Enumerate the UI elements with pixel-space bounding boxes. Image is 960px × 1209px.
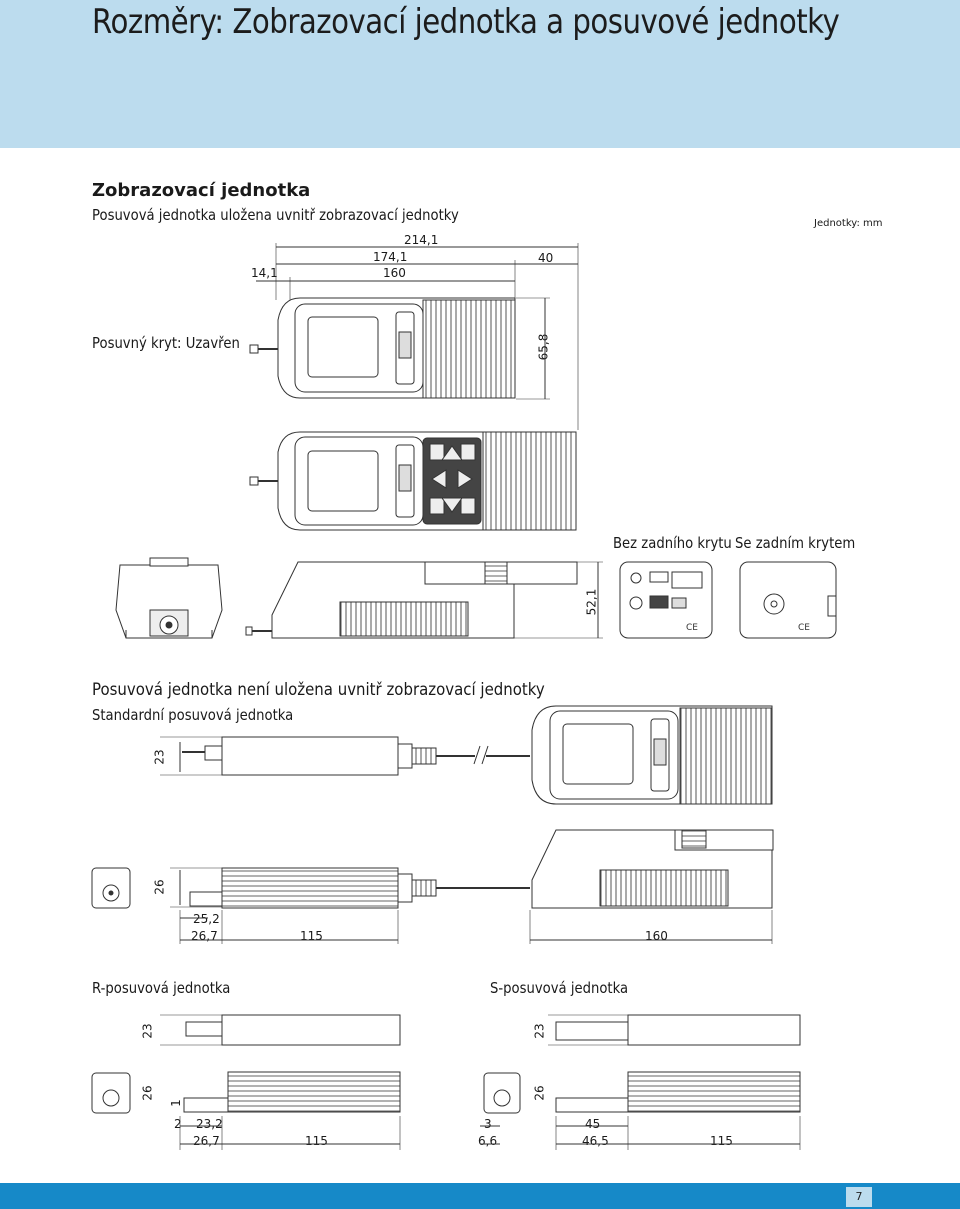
s-dim-45: 45 <box>585 1117 601 1131</box>
svg-text:CE: CE <box>686 623 698 633</box>
page-number: 7 <box>846 1187 872 1207</box>
section-subheading: Posuvová jednotka uložena uvnitř zobrazo… <box>92 206 459 224</box>
dim-25-2: 25,2 <box>193 912 220 926</box>
svg-text:CE: CE <box>798 623 810 633</box>
r-drive-front <box>91 1072 131 1114</box>
slide-cover-label: Posuvný kryt: Uzavřen <box>92 334 240 352</box>
footer-bar <box>0 1183 960 1209</box>
page-title: Rozměry: Zobrazovací jednotka a posuvové… <box>92 2 840 42</box>
rear-no-cover-label: Bez zadního krytu <box>613 534 732 552</box>
dim-160: 160 <box>383 266 406 280</box>
display-unit-top-section2 <box>531 705 773 805</box>
display-unit-side-section2 <box>531 829 774 909</box>
dim-40: 40 <box>538 251 554 265</box>
rear-view-with-cover: CE <box>739 561 837 639</box>
display-unit-top-closed <box>249 297 516 399</box>
section-heading-separate: Posuvová jednotka není uložena uvnitř zo… <box>92 680 545 700</box>
rear-with-cover-label: Se zadním krytem <box>735 534 856 552</box>
dim-174: 174,1 <box>373 250 408 264</box>
standard-drive-side <box>170 867 773 944</box>
s-drive-front <box>483 1072 521 1114</box>
r-drive-top <box>160 1014 401 1046</box>
rear-view-no-cover: CE <box>619 561 713 639</box>
standard-drive-label: Standardní posuvová jednotka <box>92 706 294 724</box>
dim-14: 14,1 <box>251 266 278 280</box>
s-drive-top <box>548 1014 801 1046</box>
s-drive-side <box>480 1071 801 1150</box>
units-label: Jednotky: mm <box>814 218 883 229</box>
r-dim-23-2: 23,2 <box>196 1117 223 1131</box>
r-drive-label: R-posuvová jednotka <box>92 979 231 997</box>
display-unit-front <box>115 557 223 639</box>
header-banner <box>0 0 960 148</box>
section-heading-display-unit: Zobrazovací jednotka <box>92 180 311 201</box>
r-drive-side <box>179 1071 401 1150</box>
dim-total-width: 214,1 <box>404 233 439 247</box>
standard-drive-front <box>91 867 131 909</box>
display-unit-side <box>245 561 603 639</box>
display-unit-top-open <box>249 431 577 531</box>
standard-drive-top <box>160 736 530 776</box>
s-dim-3: 3 <box>484 1117 492 1131</box>
s-drive-label: S-posuvová jednotka <box>490 979 629 997</box>
r-dim-2: 2 <box>174 1117 182 1131</box>
